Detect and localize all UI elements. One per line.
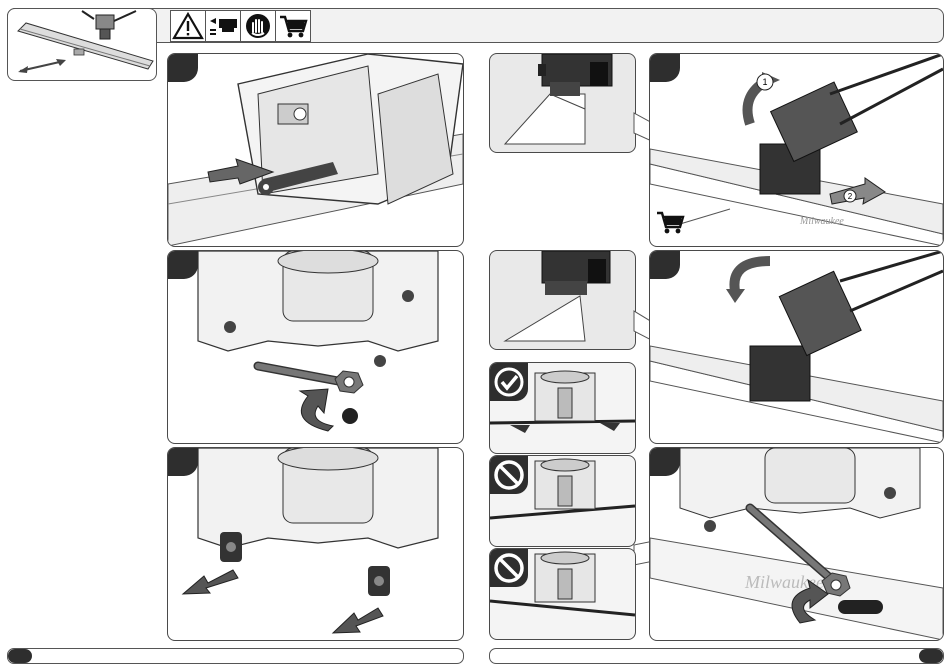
step-panel-5 [649,250,944,444]
step-badge [650,251,680,279]
page-tab-right [919,649,943,663]
battery-remove-icon [206,11,240,41]
step-badge [168,54,198,82]
rotate-badge-1: 1 [762,77,767,87]
step-panel-1 [167,53,464,247]
page-tab-left [8,649,32,663]
check-row-bad-1 [489,455,636,547]
step-panel-2 [167,250,464,444]
step-badge [168,251,198,279]
wrench-rotate-icon [168,251,463,443]
cart-icon [657,213,683,233]
check-icon [490,363,528,401]
check-row-ok [489,362,636,454]
tool-overview-icon [8,9,156,80]
tilt-tool-icon: Milwaukee 1 2 [650,54,943,246]
wrench-lift-icon [168,54,463,246]
prohibited-icon [490,456,528,494]
tighten-bolt-icon: Milwaukee [650,448,943,640]
header-icon-warning [170,10,206,42]
header-icon-cart [275,10,311,42]
header-icon-glove [240,10,276,42]
step-badge [168,448,198,476]
step-panel-4: Milwaukee 1 2 [649,53,944,247]
prohibited-icon [490,549,528,587]
footer-bar-right [489,648,944,664]
warning-icon [171,11,205,41]
footer-bar-left [7,648,464,664]
step-badge [650,448,680,476]
check-row-bad-2 [489,548,636,640]
brand-watermark: Milwaukee [799,216,844,227]
overview-thumbnail [7,8,157,81]
pads-remove-icon [168,448,463,640]
step-badge [650,54,680,82]
lower-tool-icon [650,251,943,443]
rotate-badge-2: 2 [848,192,853,201]
cart-icon [276,11,310,41]
glove-icon [241,11,275,41]
step-panel-3 [167,447,464,641]
step-panel-6: Milwaukee [649,447,944,641]
header-icon-battery [205,10,241,42]
